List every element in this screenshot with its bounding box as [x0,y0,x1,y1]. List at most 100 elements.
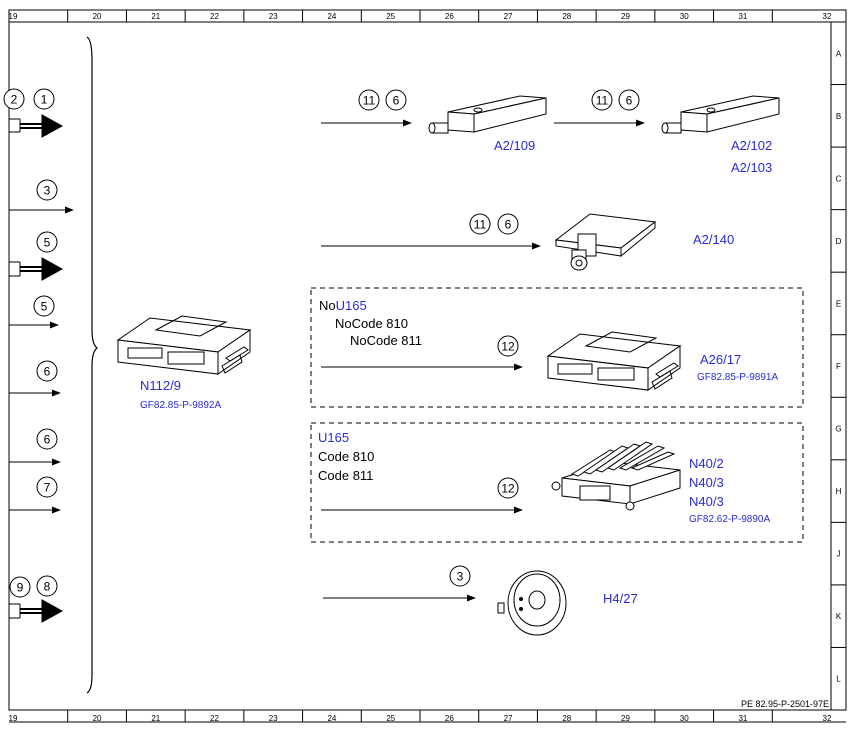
column-label: 32 [823,12,832,21]
svg-text:11: 11 [474,218,487,232]
column-label: 19 [9,12,18,21]
circle-label: 12 [497,335,519,357]
column-label: 27 [504,12,513,21]
n40-condition-box: U165 Code 810 Code 811 12 N40/2 N40/3 N4… [310,422,804,543]
n112-reference: GF82.85-P-9892A [140,400,221,411]
circle-label: 11 [591,89,613,111]
circle-label: 9 [9,576,31,598]
a26-control-unit [546,331,682,391]
row-label: L [836,675,841,684]
n40-condition-code810: Code 810 [318,449,374,464]
row-label: F [836,362,841,371]
column-label: 28 [562,12,571,21]
n112-control-unit [116,315,252,375]
circle-label: 11 [469,213,491,235]
row-label: A [836,49,842,58]
frame [8,9,847,711]
svg-text:6: 6 [626,94,633,108]
group-brace [86,36,98,694]
circle-label: 7 [36,476,58,498]
svg-text:12: 12 [501,340,515,354]
a2-102-antenna-amplifier [661,95,780,134]
column-label: 20 [93,714,102,723]
column-label: 30 [680,714,689,723]
row-label: K [836,612,842,621]
a2-103-code: A2/103 [731,160,772,175]
a2-140-module [554,213,657,271]
a2-109-code: A2/109 [494,138,535,153]
row-label: E [836,299,841,308]
row-label: D [836,237,842,246]
a26-condition-code811: NoCode 811 [350,333,422,348]
row-label: C [836,174,842,183]
a2-140-code: A2/140 [693,232,734,247]
column-label: 31 [738,12,747,21]
svg-text:6: 6 [505,218,512,232]
svg-text:1: 1 [41,93,48,107]
column-label: 29 [621,714,630,723]
circle-label: 5 [33,295,55,317]
circle-label: 6 [36,428,58,450]
svg-text:2: 2 [11,93,18,107]
n40-3-code: N40/3 [689,475,724,490]
row-ticks [831,84,846,648]
circle-label: 3 [36,179,58,201]
svg-text:6: 6 [44,433,51,447]
svg-text:6: 6 [44,365,51,379]
svg-text:3: 3 [44,184,51,198]
svg-text:11: 11 [596,94,609,108]
svg-text:7: 7 [44,481,51,495]
column-label: 25 [386,714,395,723]
thick-connector [9,114,64,138]
column-label: 27 [504,714,513,723]
svg-text:5: 5 [44,236,51,250]
circle-label: 6 [385,89,407,111]
column-label: 26 [445,714,454,723]
a2-109-row: 11 6 A2/109 11 6 A2/102 A2/103 [321,89,780,175]
column-label: 21 [151,12,160,21]
column-label: 24 [327,12,336,21]
column-labels-top: 19 20 21 22 23 24 25 26 27 28 29 30 31 32 [9,12,832,21]
svg-text:12: 12 [501,482,515,496]
column-label: 23 [269,12,278,21]
n40-condition-u165: U165 [318,430,349,445]
a26-reference: GF82.85-P-9891A [697,372,778,383]
circle-label: 8 [36,575,58,597]
svg-text:5: 5 [41,300,48,314]
column-label: 30 [680,12,689,21]
column-label: 21 [151,714,160,723]
column-label: 25 [386,12,395,21]
footer-reference: PE 82.95-P-2501-97E [741,699,829,709]
a2-109-antenna-amplifier [428,95,547,134]
h4-code: H4/27 [603,591,638,606]
left-circle-labels: 2 1 3 5 5 6 6 7 9 8 [3,88,58,598]
circle-label: 6 [36,360,58,382]
a26-condition-u165: NoU165 [319,298,367,313]
column-label: 23 [269,714,278,723]
n40-2-code: N40/2 [689,456,724,471]
column-label: 28 [562,714,571,723]
column-label: 26 [445,12,454,21]
svg-text:8: 8 [44,580,51,594]
column-label: 19 [9,714,18,723]
column-label: 32 [823,714,832,723]
thick-connector [9,257,64,281]
a26-condition-box: NoU165 NoCode 810 NoCode 811 12 A26/17 G… [310,287,804,408]
circle-label: 2 [3,88,25,110]
circle-label: 1 [33,88,55,110]
n112-code: N112/9 [140,378,181,393]
svg-text:6: 6 [393,94,400,108]
n40-control-unit [551,441,681,511]
n40-3-code-second: N40/3 [689,494,724,509]
h4-speaker [497,570,567,636]
left-inputs [9,114,74,623]
a26-condition-code810: NoCode 810 [335,316,408,331]
column-label: 29 [621,12,630,21]
circle-label: 12 [497,477,519,499]
column-label: 22 [210,12,219,21]
svg-text:3: 3 [457,570,464,584]
column-label: 20 [93,12,102,21]
column-ticks [9,10,846,723]
